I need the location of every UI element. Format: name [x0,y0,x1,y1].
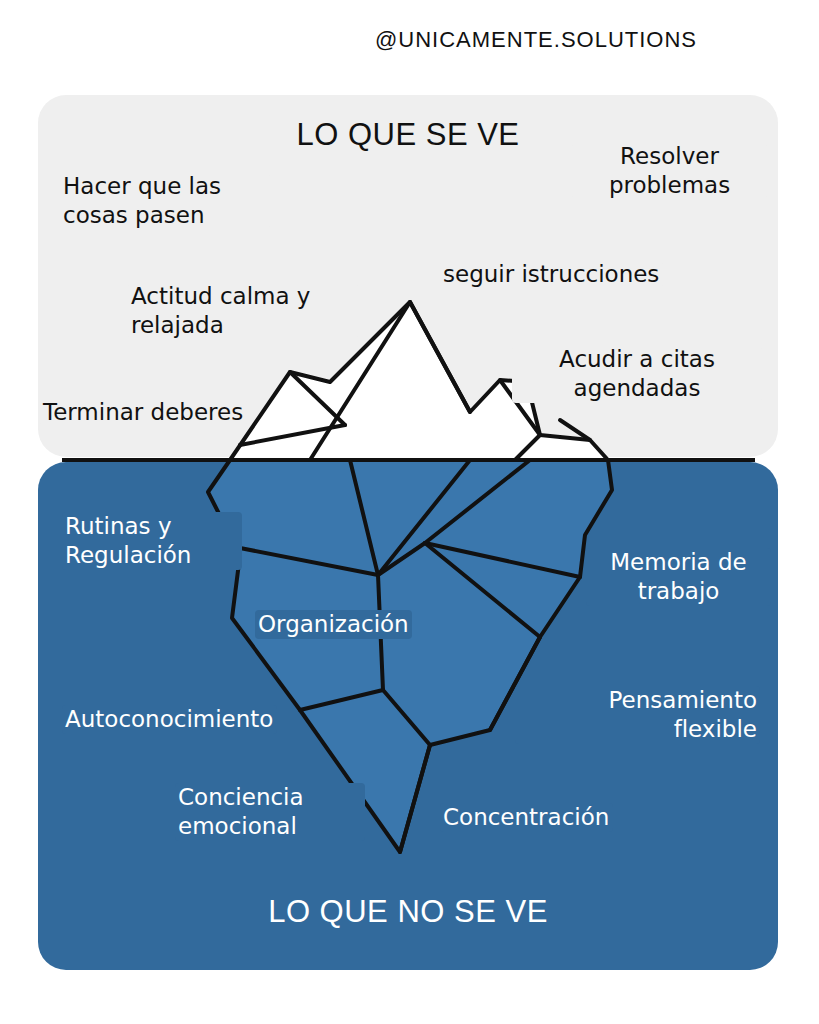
feature-label: Resolver problemas [572,142,767,200]
feature-label: Autoconocimiento [62,705,277,734]
waterline [62,458,755,462]
feature-label: Conciencia emocional [175,783,365,841]
feature-label: Terminar deberes [40,398,247,427]
band-heading: LO QUE NO SE VE [38,894,778,930]
feature-label: Rutinas y Regulación [62,512,242,570]
watermark: @UNICAMENTE.SOLUTIONS [372,26,701,54]
feature-label: Concentración [440,803,613,832]
feature-label: Organización [255,610,412,639]
feature-label: seguir istrucciones [440,260,663,289]
feature-label: Pensamiento flexible [515,686,760,744]
feature-label: Acudir a citas agendadas [512,345,762,403]
feature-label: Memoria de trabajo [586,548,771,606]
feature-label: Hacer que las cosas pasen [60,172,270,230]
feature-label: Actitud calma y relajada [128,282,358,340]
